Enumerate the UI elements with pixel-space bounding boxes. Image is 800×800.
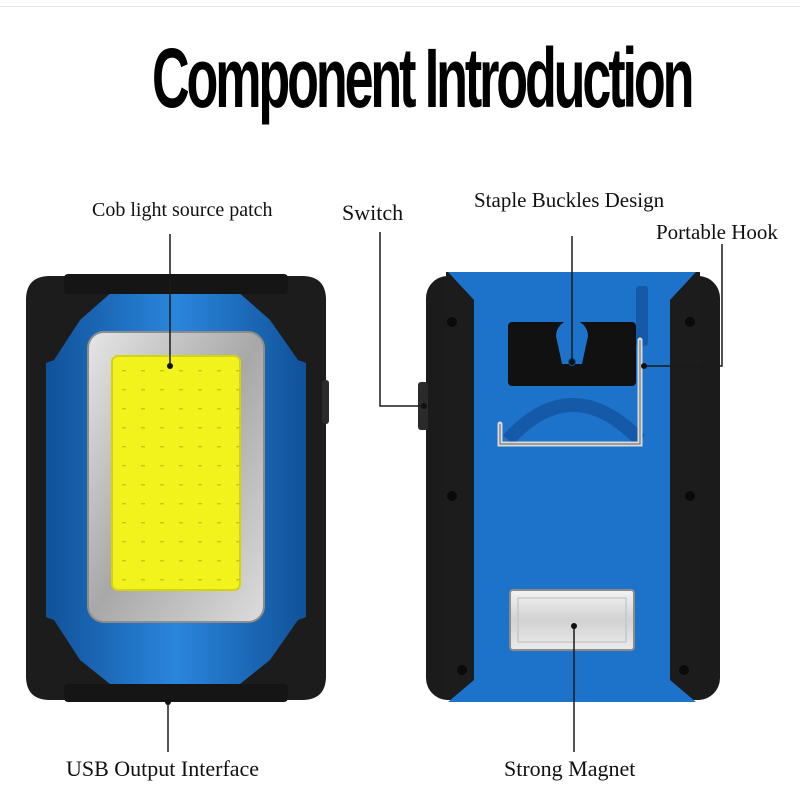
screw [457,665,467,675]
leader-lines [167,232,723,752]
screw [447,317,457,327]
bumper-bottom-left [26,610,130,700]
screw [685,317,695,327]
screw [679,665,689,675]
label-usb-output: USB Output Interface [66,756,260,781]
label-staple-buckles: Staple Buckles Design [474,188,665,212]
strong-magnet [509,589,635,651]
screw [447,491,457,501]
front-device [26,274,329,702]
label-strong-magnet: Strong Magnet [504,756,636,781]
hook-leader [644,244,723,367]
label-cob-light-source: Cob light source patch [92,199,273,221]
label-portable-hook: Portable Hook [656,220,778,244]
bumper-top-right [220,276,326,370]
switch-leader [379,232,424,407]
label-switch: Switch [342,200,404,225]
top-divider [0,0,800,7]
front-side-switch [322,380,329,424]
bumper-top-left [26,276,130,370]
screw [685,491,695,501]
page-title: Component Introduction [152,31,694,125]
bumper-bottom-right [220,610,326,700]
back-device [418,272,720,702]
